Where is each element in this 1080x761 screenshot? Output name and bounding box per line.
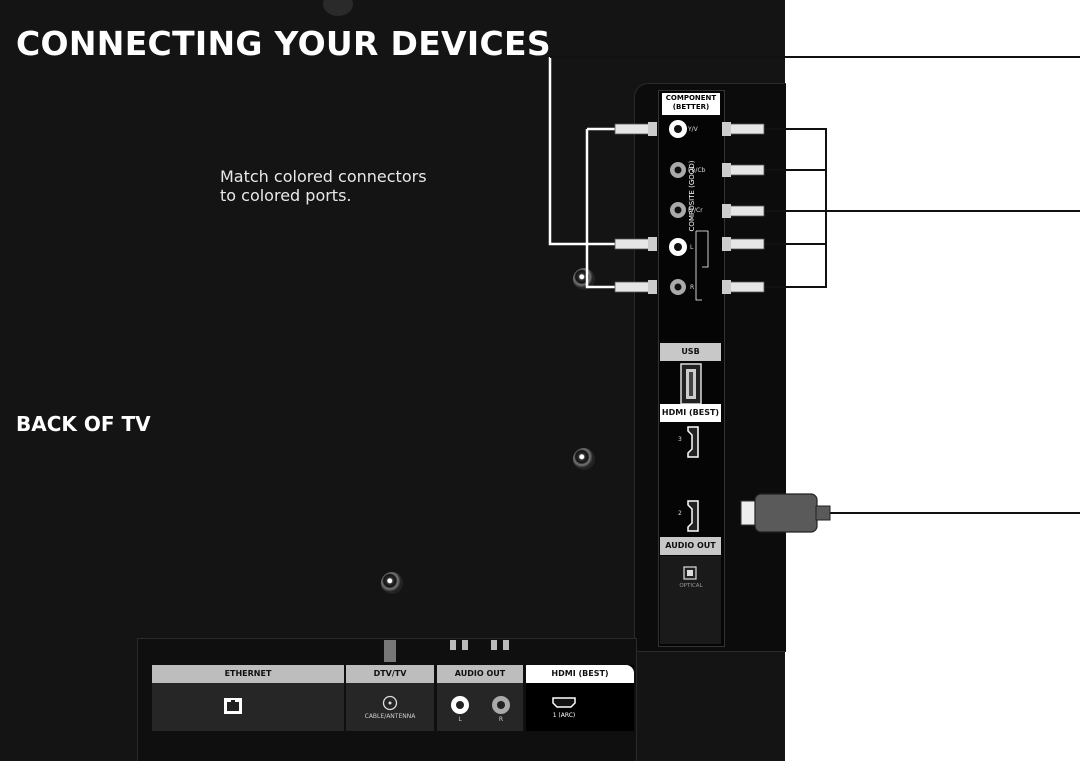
rca-jack-icon (451, 696, 469, 714)
hdmi-arc-label: 1 (ARC) (552, 712, 576, 719)
screw-icon (573, 268, 595, 290)
instruction-line-1: Match colored connectors (220, 167, 427, 186)
rca-plug-icon (722, 122, 765, 136)
instruction-text: Match colored connectors to colored port… (220, 167, 480, 205)
rca-plug-icon (722, 204, 765, 218)
rca-jack-icon (670, 279, 686, 295)
instruction-line-2: to colored ports. (220, 186, 352, 205)
component-label: COMPONENT (BETTER) (662, 93, 720, 115)
hdmi-port-icon (687, 500, 699, 532)
rca-jack-icon (670, 202, 686, 218)
bottom-audio-out-label: AUDIO OUT (437, 665, 523, 683)
optical-label: OPTICAL (679, 583, 703, 589)
audio-l-label: L (458, 716, 462, 723)
page-title: CONNECTING YOUR DEVICES (16, 24, 551, 63)
rca-jack-icon (669, 238, 687, 256)
side-hdmi-label: HDMI (BEST) (660, 404, 721, 422)
bottom-top-jacks (384, 640, 509, 662)
hdmi-plug-icon (740, 493, 831, 533)
mount-bump (323, 0, 353, 16)
ethernet-port-icon (224, 698, 242, 714)
back-of-tv-label: BACK OF TV (16, 412, 151, 436)
port-label-r: R (690, 284, 695, 291)
hdmi-port-icon (552, 697, 576, 708)
rca-plug-icon (614, 237, 657, 251)
rca-plug-icon (614, 122, 657, 136)
usb-port-icon (680, 363, 702, 405)
dtv-label: DTV/TV (346, 665, 434, 683)
audio-r-label: R (498, 716, 504, 723)
rca-jack-icon (670, 162, 686, 178)
rca-jack-icon (492, 696, 510, 714)
port-label-pr: Pr/Cr (688, 207, 703, 214)
component-label-line2: (BETTER) (672, 103, 710, 111)
cable-antenna-label: CABLE/ANTENNA (364, 713, 416, 720)
port-label-y: Y/V (688, 126, 698, 133)
rca-plug-icon (722, 280, 765, 294)
port-label-l: L (690, 244, 694, 251)
hdmi-port-icon (687, 426, 699, 458)
rca-plug-icon (722, 163, 765, 177)
screw-icon (381, 572, 403, 594)
screw-icon (573, 448, 595, 470)
hdmi-port-2-number: 2 (678, 510, 682, 517)
optical-port-icon (683, 566, 697, 580)
port-label-pb: Pb/Cb (688, 167, 706, 174)
rca-plug-icon (722, 237, 765, 251)
audio-rca-jacks (451, 696, 510, 714)
component-label-line1: COMPONENT (665, 94, 717, 102)
side-rca-jacks (669, 120, 709, 301)
rca-jack-icon (669, 120, 687, 138)
bottom-hdmi-label: HDMI (BEST) (526, 665, 634, 683)
hdmi-port-3-number: 3 (678, 436, 682, 443)
rca-plug-icon (614, 280, 657, 294)
ethernet-label: ETHERNET (152, 665, 344, 683)
side-audio-out-label: AUDIO OUT (660, 537, 721, 555)
coax-port-icon (382, 695, 398, 711)
usb-label: USB (660, 343, 721, 361)
